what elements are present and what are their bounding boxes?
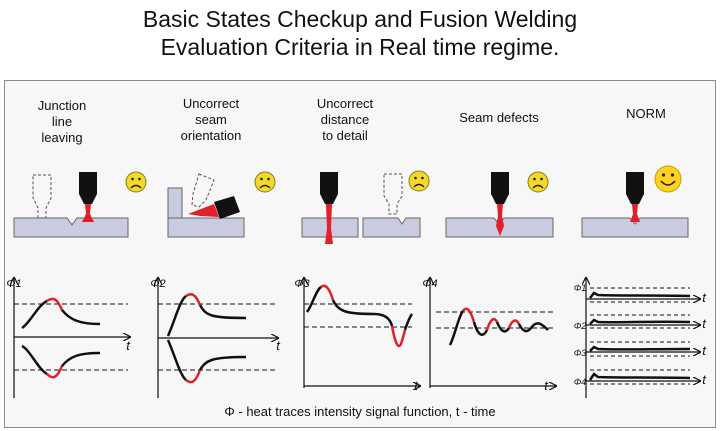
- torch: [491, 172, 509, 204]
- plate-vertical: [167, 187, 183, 219]
- phi-channel-label: Φ2: [573, 321, 587, 331]
- phi-axis-label: Φ3: [294, 278, 310, 290]
- graph-seam-defects: [430, 278, 556, 388]
- phi-channel-label: Φ4: [573, 377, 587, 387]
- graph-junction-line-leaving: [14, 278, 130, 398]
- t-axis-label: t: [126, 338, 130, 353]
- t-axis-label: t: [702, 343, 706, 358]
- phi-axis-label: Φ1: [6, 278, 22, 290]
- t-axis-label: t: [702, 372, 706, 387]
- graph-norm: [586, 278, 700, 398]
- torch: [79, 172, 97, 204]
- flame: [325, 204, 333, 244]
- flame: [188, 204, 219, 217]
- graph-uncorrect-seam-orientation: [158, 278, 278, 398]
- scene-norm: [581, 165, 689, 238]
- title-line-1: Basic States Checkup and Fusion Welding: [142, 6, 578, 32]
- scene-uncorrect-seam-orientation: [167, 171, 276, 238]
- ghost-torch: [32, 174, 52, 219]
- sad-face-icon: [527, 171, 549, 193]
- t-axis-label: t: [276, 338, 280, 353]
- happy-face-icon: [654, 165, 682, 193]
- ghost-torch: [383, 173, 403, 215]
- phi-axis-label: Φ2: [150, 278, 166, 290]
- t-axis-label: t: [544, 378, 548, 393]
- scene-junction-line-leaving: [13, 171, 147, 238]
- sad-face-icon: [408, 170, 430, 192]
- plate: [581, 217, 689, 238]
- phi-channel-label: Φ1: [573, 283, 587, 293]
- plate: [13, 217, 129, 238]
- torch: [626, 172, 644, 204]
- phi-channel-label: Φ3: [573, 348, 587, 358]
- plate-right: [362, 217, 421, 238]
- phi-axis-label: Φ4: [422, 278, 438, 290]
- t-axis-label: t: [702, 316, 706, 331]
- label-norm: NORM: [626, 106, 666, 121]
- scene-seam-defects: [445, 171, 554, 238]
- t-axis-label: t: [414, 378, 418, 393]
- scene-uncorrect-distance: [301, 170, 430, 244]
- graph-uncorrect-distance: [304, 278, 420, 388]
- flame: [630, 204, 640, 222]
- sad-face-icon: [254, 171, 276, 193]
- plate: [167, 217, 245, 238]
- sad-face-icon: [125, 171, 147, 193]
- caption: Φ - heat traces intensity signal functio…: [224, 404, 496, 419]
- ghost-torch: [191, 173, 215, 208]
- title-line-2: Evaluation Criteria in Real time regime.: [160, 34, 560, 60]
- flame: [496, 204, 504, 236]
- torch: [320, 172, 338, 204]
- t-axis-label: t: [702, 290, 706, 305]
- torch: [214, 196, 240, 219]
- flame: [82, 204, 94, 222]
- label-seam-defects: Seam defects: [459, 110, 539, 125]
